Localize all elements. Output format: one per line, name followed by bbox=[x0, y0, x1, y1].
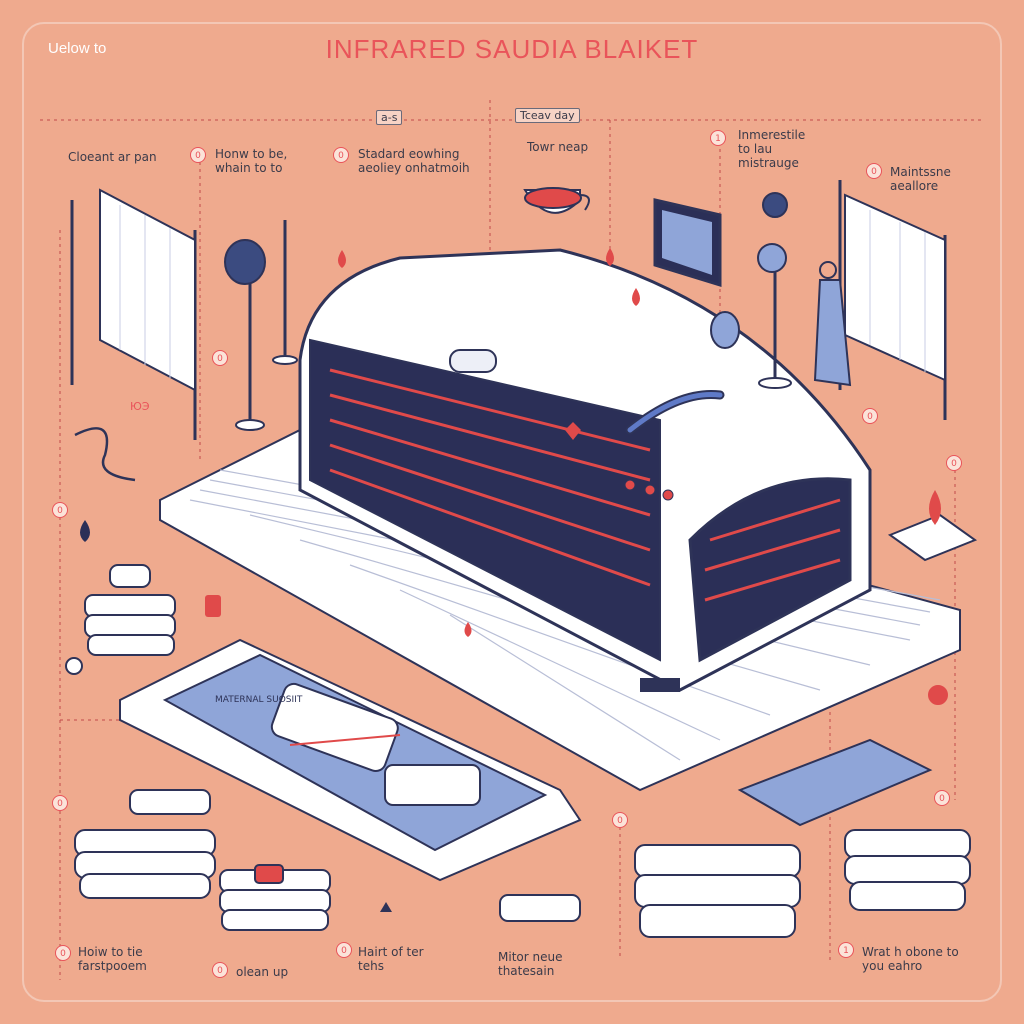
step-number: 0 bbox=[333, 147, 349, 163]
label-how-to-tie: Hoiw to tie farstpooem bbox=[78, 945, 147, 973]
tea-cup-icon bbox=[523, 187, 590, 214]
label-cleanup: Cloeant ar pan bbox=[68, 150, 157, 164]
mattress-panel bbox=[119, 638, 582, 882]
step-number: 0 bbox=[52, 795, 68, 811]
curtain-right-icon bbox=[838, 180, 947, 420]
water-drop-icon bbox=[338, 248, 640, 637]
title-prefix: Uelow to bbox=[48, 40, 107, 57]
curtain-left-icon bbox=[70, 188, 197, 440]
step-number: 0 bbox=[866, 163, 882, 179]
poster-frame bbox=[22, 22, 1002, 1002]
step-number: 0 bbox=[934, 790, 950, 806]
mirror-icon bbox=[710, 192, 792, 389]
label-tour: Towr neap bbox=[527, 140, 589, 154]
sauna-dome bbox=[298, 248, 872, 692]
label-standard: Stadard eowhing aeoliey onhatmoih bbox=[358, 147, 470, 175]
step-number: 0 bbox=[212, 962, 228, 978]
cable-icon bbox=[74, 427, 136, 482]
lamp-icon bbox=[224, 220, 298, 431]
step-number: 0 bbox=[190, 147, 206, 163]
label-maintenance: Maintssne aeallore bbox=[890, 165, 951, 193]
label-mat: MATERNAL SUOSIIT bbox=[215, 695, 303, 705]
label-haird: Hairt of ter tehs bbox=[358, 945, 424, 973]
towel-stack-icon bbox=[74, 564, 971, 938]
robe-icon bbox=[813, 261, 852, 387]
top-tag-right: Tceav day bbox=[515, 108, 580, 123]
label-mitor: Mitor neue thatesain bbox=[498, 950, 563, 978]
step-number: 0 bbox=[52, 502, 68, 518]
step-number: 0 bbox=[336, 942, 352, 958]
page-title: INFRARED SAUDIA BLAIKET bbox=[325, 34, 699, 64]
label-immersible: Inmerestile to lau mistrauge bbox=[738, 128, 806, 170]
step-number: 1 bbox=[710, 130, 726, 146]
step-number: 0 bbox=[946, 455, 962, 471]
label-clean-up: olean up bbox=[236, 965, 289, 979]
tablet-icon bbox=[653, 198, 722, 288]
step-number: 0 bbox=[55, 945, 71, 961]
water-drop-icon bbox=[80, 520, 90, 542]
label-how-to-be: Honw to be, whain to to bbox=[215, 147, 288, 175]
step-number: 0 bbox=[862, 408, 878, 424]
step-number: 0 bbox=[212, 350, 228, 366]
label-what-above: Wrat h obone to you eahro bbox=[862, 945, 959, 973]
step-number: 1 bbox=[838, 942, 854, 958]
flame-icon bbox=[887, 490, 978, 562]
step-number: 0 bbox=[612, 812, 628, 828]
top-tag-left: a-s bbox=[376, 110, 403, 125]
label-mini-tag: ЮЭ bbox=[130, 400, 150, 413]
